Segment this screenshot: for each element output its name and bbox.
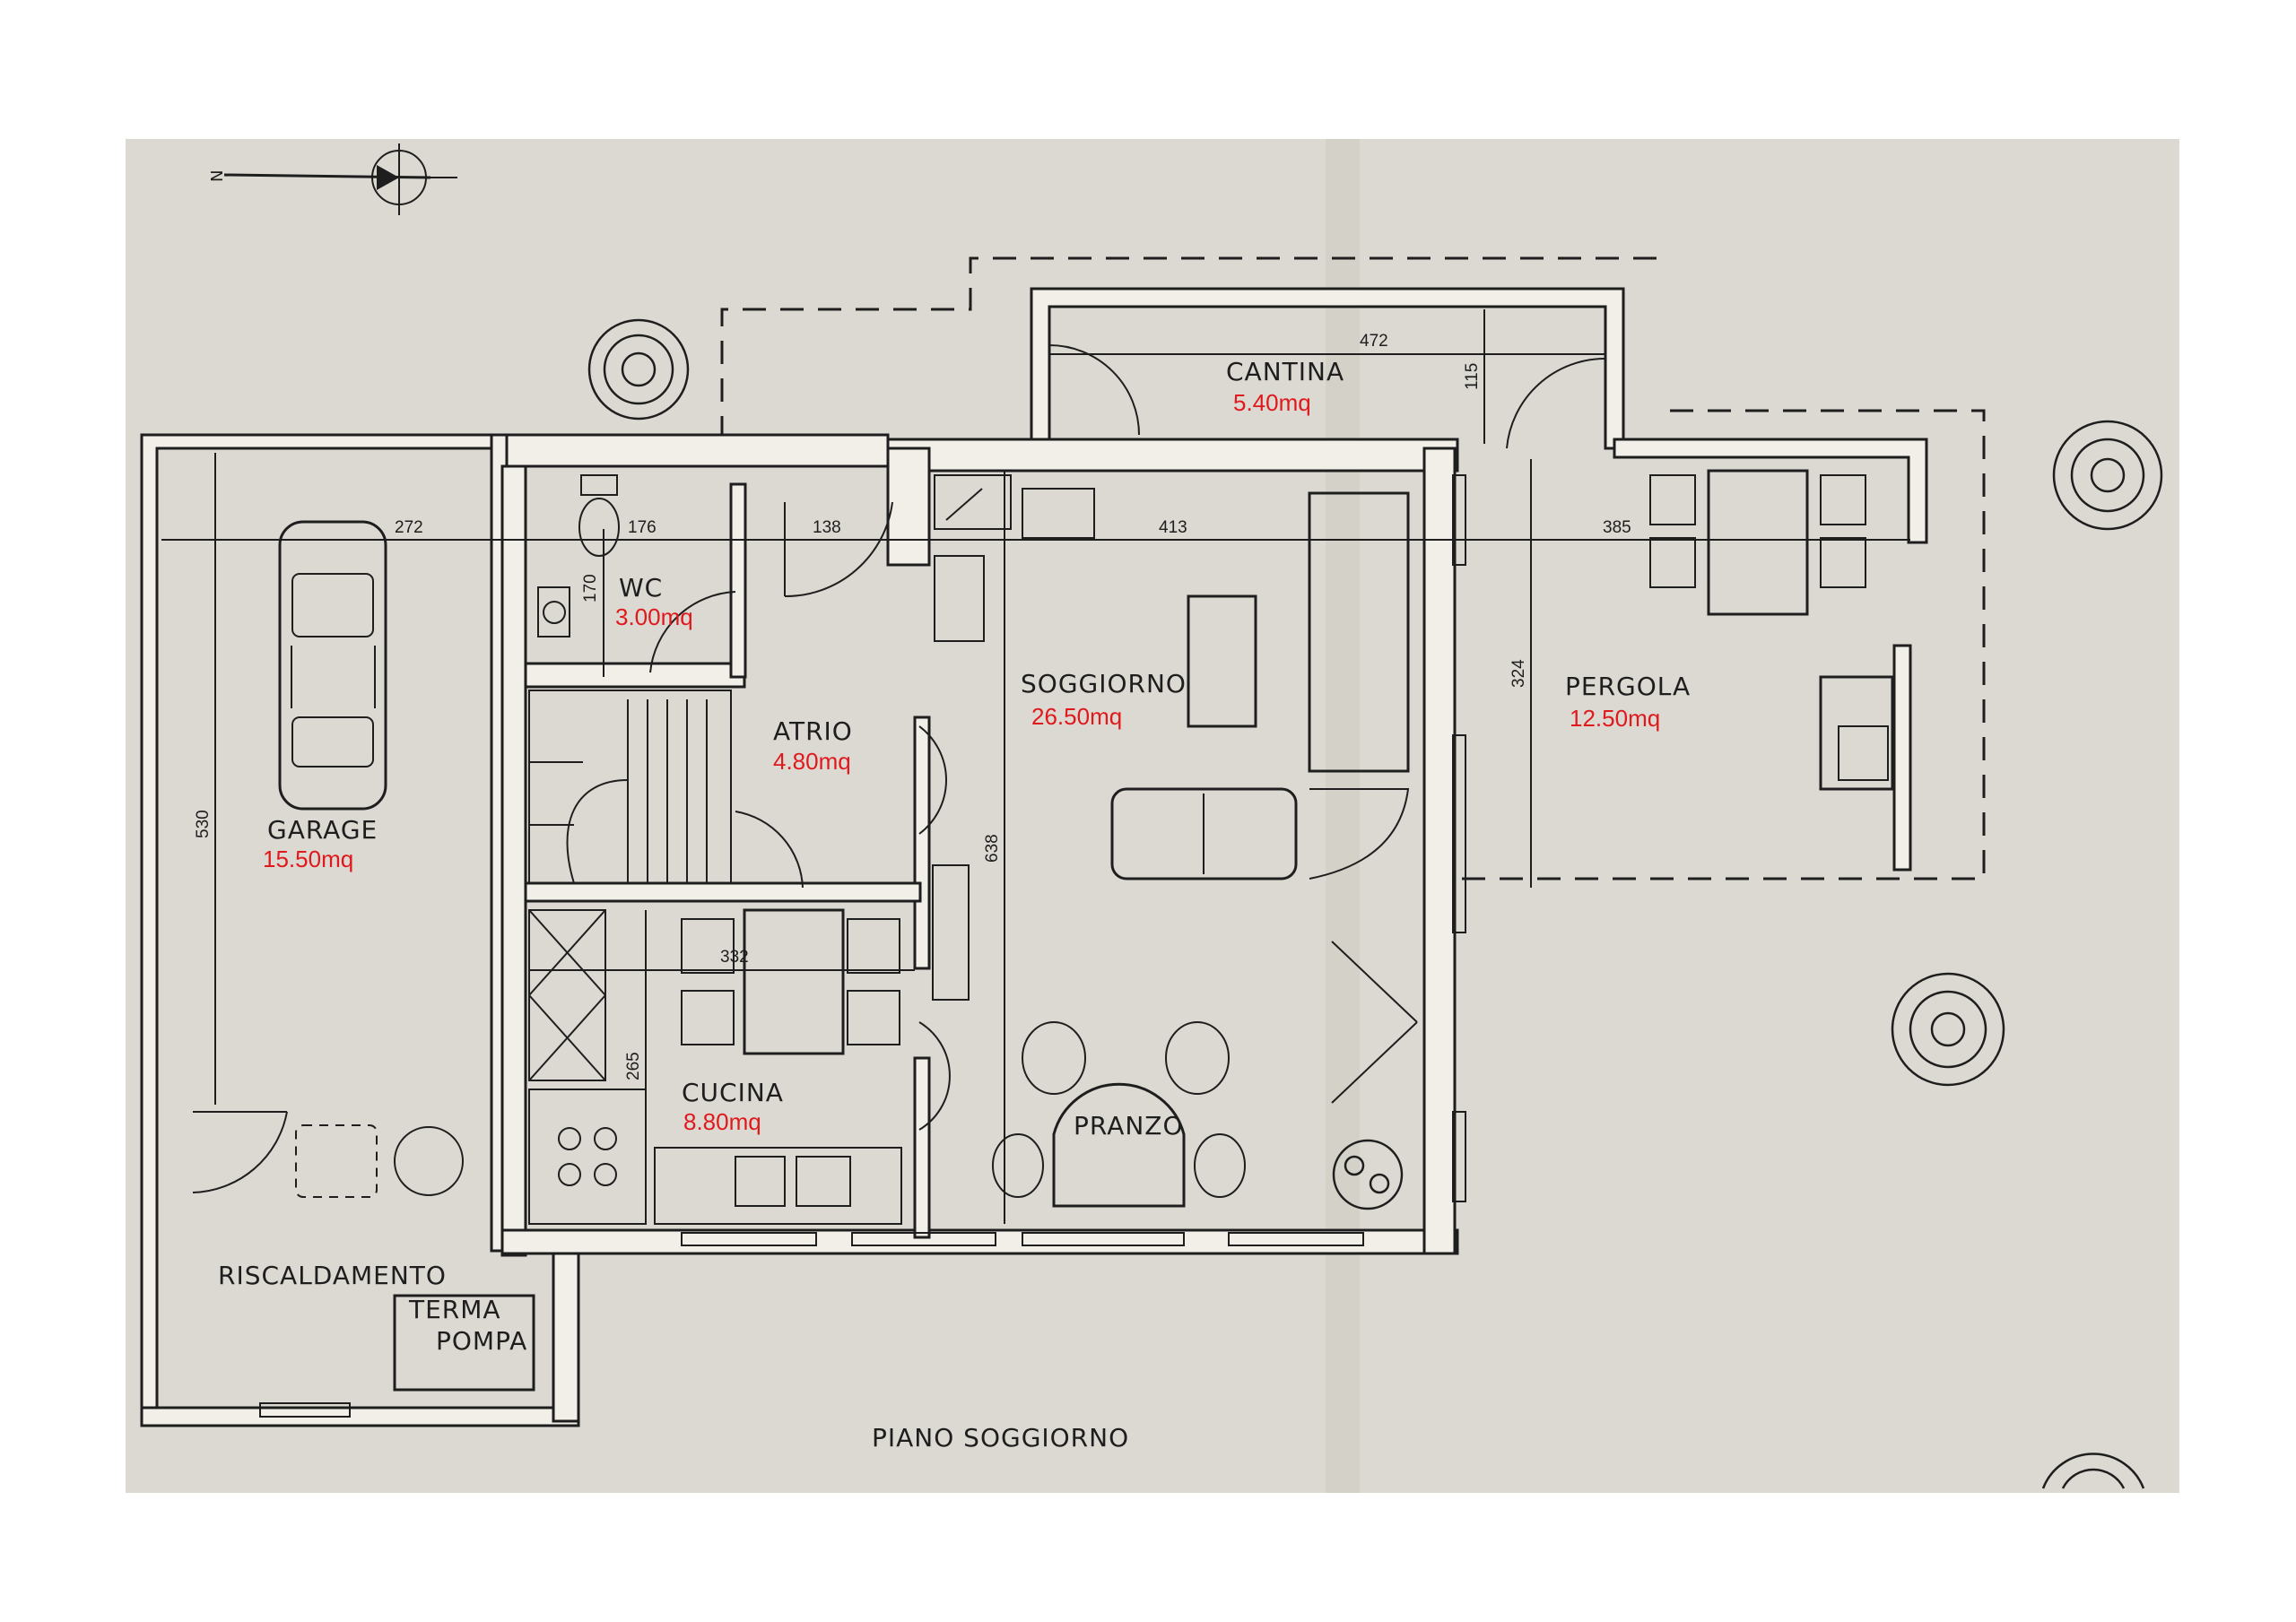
room-label-riscaldamento: RISCALDAMENTO (218, 1261, 447, 1290)
paper-sheet (126, 139, 2179, 1493)
dim-soggiorno-depth: 638 (983, 834, 1002, 863)
dim-atrio-width: 138 (813, 518, 841, 537)
room-label-soggiorno: SOGGIORNO (1021, 669, 1187, 698)
walls (140, 287, 1928, 1427)
room-label-pranzo: PRANZO (1074, 1111, 1184, 1141)
car-icon (278, 520, 387, 811)
dim-garage-depth: 530 (194, 810, 213, 838)
equipment-label-line2: POMPA (436, 1326, 527, 1356)
dim-cucina-depth: 265 (624, 1052, 643, 1080)
paper-fold (1326, 139, 1360, 1493)
room-area-cucina: 8.80mq (683, 1108, 761, 1135)
room-label-pergola: PERGOLA (1565, 672, 1691, 701)
tree-icon (587, 318, 690, 421)
windows (259, 474, 1466, 1418)
kitchen-furniture (528, 908, 902, 1225)
dim-cantina-depth: 115 (1463, 363, 1482, 390)
room-label-cucina: CUCINA (682, 1078, 784, 1107)
north-arrow-icon (223, 143, 457, 215)
tree-icon (1891, 972, 2005, 1087)
plant-icon (1332, 1139, 1404, 1210)
dim-pergola-depth: 324 (1509, 659, 1528, 688)
compass-label: N (208, 169, 227, 182)
dim-wc-width: 176 (628, 518, 657, 537)
doors (192, 344, 1606, 1193)
dim-cucina-width: 332 (720, 948, 749, 967)
room-area-wc: 3.00mq (615, 603, 693, 630)
dashed-outlines (720, 256, 1986, 880)
room-label-cantina: CANTINA (1226, 357, 1344, 386)
dimension-lines (161, 309, 1910, 1224)
dim-garage-width: 272 (395, 518, 423, 537)
tree-icon (2041, 1453, 2145, 1489)
room-area-garage: 15.50mq (263, 846, 353, 872)
room-area-cantina: 5.40mq (1233, 389, 1311, 416)
room-label-garage: GARAGE (267, 815, 378, 845)
room-area-soggiorno: 26.50mq (1031, 703, 1122, 730)
room-area-pergola: 12.50mq (1570, 705, 1660, 732)
room-label-atrio: ATRIO (773, 716, 853, 746)
dim-cantina-width: 472 (1360, 332, 1388, 351)
wc-fixtures (537, 474, 620, 638)
tree-icon (2052, 420, 2163, 531)
garage-fixture (295, 1124, 378, 1198)
staircase (528, 690, 732, 884)
dining-furniture (992, 1021, 1246, 1208)
room-label-wc: WC (619, 573, 663, 603)
dim-soggiorno-width: 413 (1159, 518, 1187, 537)
room-area-atrio: 4.80mq (773, 748, 851, 775)
pergola-furniture (1649, 469, 1894, 791)
equipment-label-line1: TERMA (408, 1295, 501, 1324)
living-furniture (932, 474, 1410, 1001)
heat-pump-unit (393, 1294, 535, 1392)
dim-wc-depth: 170 (581, 574, 600, 603)
tank-icon (394, 1126, 464, 1196)
plan-title: PIANO SOGGIORNO (872, 1423, 1129, 1453)
dim-pergola-width: 385 (1603, 518, 1631, 537)
